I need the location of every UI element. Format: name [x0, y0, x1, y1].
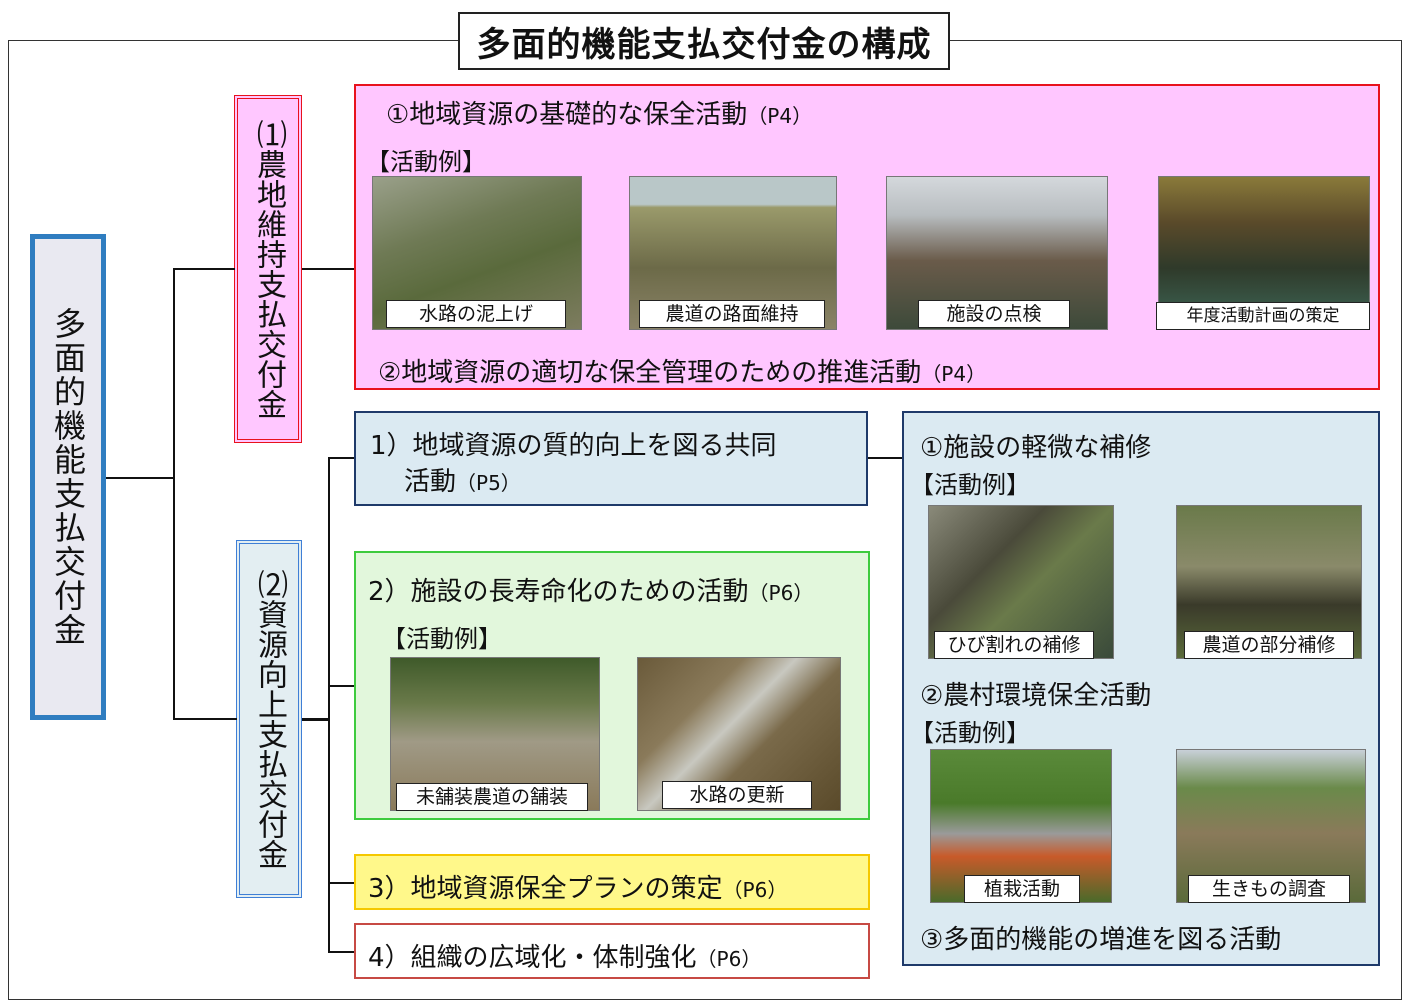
- connector-main: [106, 477, 174, 479]
- sub1-label: ⑴農地維持支払交付金: [234, 95, 302, 443]
- minor-repair-heading: ①施設の軽微な補修: [920, 433, 1152, 463]
- longevity-heading: 2）施設の長寿命化のための活動（P6）: [368, 571, 813, 608]
- photo-caption: ひび割れの補修: [934, 631, 1094, 659]
- diagram-title: 多面的機能支払交付金の構成: [458, 12, 950, 70]
- promotion-activities-heading: ②地域資源の適切な保全管理のための推進活動（P4）: [378, 352, 986, 389]
- heading-text: ①地域資源の基礎的な保全活動: [386, 100, 748, 130]
- heading-text: 4）組織の広域化・体制強化: [368, 943, 697, 973]
- page-ref: （P4）: [747, 104, 813, 128]
- photo-caption: 水路の泥上げ: [386, 300, 566, 328]
- quality-improvement-line2: 活動（P5）: [404, 461, 521, 498]
- heading-text: 活動: [404, 467, 457, 497]
- examples-label: 【活動例】: [366, 148, 486, 176]
- connector-to-red: [328, 951, 354, 953]
- connector-main-vertical: [173, 268, 175, 720]
- photo-caption: 水路の更新: [662, 781, 812, 809]
- connector-to-green: [328, 685, 354, 687]
- photo-caption: 農道の部分補修: [1184, 631, 1354, 659]
- photo-caption: 未舗装農道の舗装: [396, 783, 588, 811]
- photo-caption: 植栽活動: [964, 875, 1080, 903]
- page-ref: （P5）: [456, 471, 521, 495]
- connector-to-sub2: [173, 718, 237, 720]
- photo-caption: 生きもの調査: [1188, 875, 1350, 903]
- basic-activities-heading: ①地域資源の基礎的な保全活動（P4）: [386, 94, 812, 131]
- heading-text: 2）施設の長寿命化のための活動: [368, 577, 749, 607]
- page-ref: （P6）: [722, 878, 788, 902]
- heading-text: 3）地域資源保全プランの策定: [368, 874, 723, 904]
- conservation-plan-box: 3）地域資源保全プランの策定（P6）: [354, 854, 870, 910]
- connector-sub2: [302, 718, 330, 721]
- heading-text: ②地域資源の適切な保全管理のための推進活動: [378, 358, 922, 388]
- examples-label: 【活動例】: [910, 719, 1030, 747]
- page-ref: （P4）: [921, 362, 987, 386]
- connector-blue1-to-right: [868, 457, 902, 459]
- connector-to-yellow: [328, 882, 354, 884]
- page-ref: （P6）: [748, 581, 814, 605]
- page-ref: （P6）: [696, 947, 762, 971]
- organization-strengthening-text: 4）組織の広域化・体制強化（P6）: [368, 937, 761, 974]
- photo-caption: 施設の点検: [918, 300, 1070, 328]
- connector-sub2-vertical: [328, 457, 330, 953]
- examples-label: 【活動例】: [382, 625, 502, 653]
- examples-label: 【活動例】: [910, 471, 1030, 499]
- connector-sub1-to-pink: [302, 268, 354, 270]
- quality-improvement-line1: 1）地域資源の質的向上を図る共同: [370, 431, 777, 461]
- conservation-plan-text: 3）地域資源保全プランの策定（P6）: [368, 868, 787, 905]
- rural-environment-heading: ②農村環境保全活動: [920, 681, 1152, 711]
- multifunction-heading: ③多面的機能の増進を図る活動: [920, 925, 1282, 955]
- quality-activities-detail-box: ①施設の軽微な補修 【活動例】 ひび割れの補修 農道の部分補修 ②農村環境保全活…: [902, 411, 1380, 966]
- connector-to-blue1: [328, 457, 354, 459]
- basic-activities-box: ①地域資源の基礎的な保全活動（P4） 【活動例】 水路の泥上げ 農道の路面維持 …: [354, 84, 1380, 390]
- main-label: 多面的機能支払交付金: [30, 234, 106, 720]
- sub2-label: ⑵資源向上支払交付金: [236, 540, 302, 898]
- quality-improvement-box: 1）地域資源の質的向上を図る共同 活動（P5）: [354, 411, 868, 506]
- photo-caption: 年度活動計画の策定: [1156, 302, 1370, 330]
- connector-to-sub1: [173, 268, 235, 270]
- photo-caption: 農道の路面維持: [639, 300, 825, 328]
- organization-strengthening-box: 4）組織の広域化・体制強化（P6）: [354, 923, 870, 979]
- longevity-activities-box: 2）施設の長寿命化のための活動（P6） 【活動例】 未舗装農道の舗装 水路の更新: [354, 551, 870, 820]
